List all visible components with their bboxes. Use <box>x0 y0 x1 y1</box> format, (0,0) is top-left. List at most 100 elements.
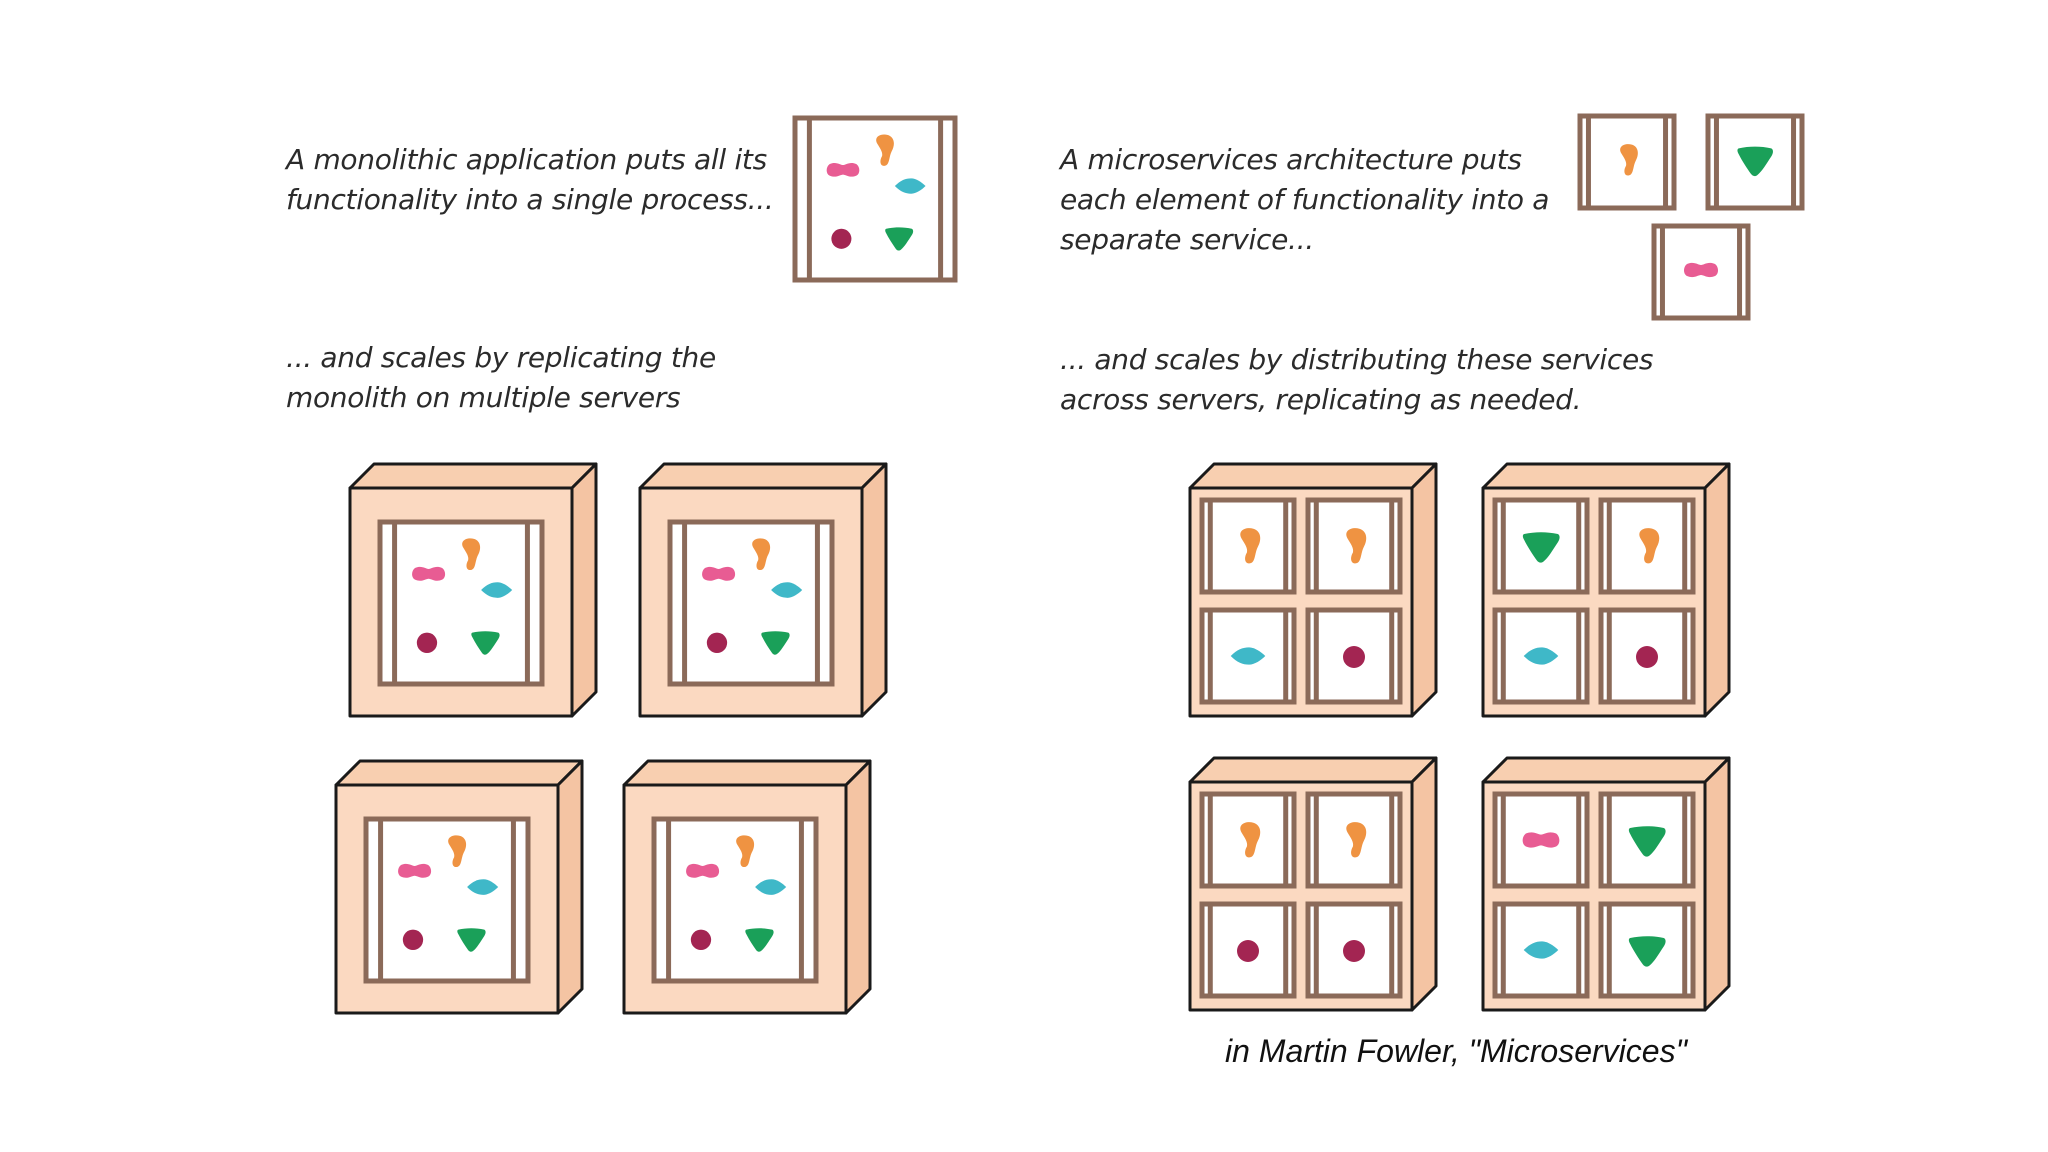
shape-group <box>1523 647 1559 665</box>
orange-shape-icon <box>736 835 755 868</box>
microservices-server <box>1481 756 1731 1012</box>
monolith-process-frame <box>377 519 545 687</box>
shape-group <box>1240 528 1261 564</box>
caption-line: ... and scales by replicating the <box>286 341 716 374</box>
server-top <box>1188 756 1438 784</box>
maroon-shape-icon <box>690 929 712 950</box>
shape-group <box>752 538 771 571</box>
microservices-scale-caption: ... and scales by distributing these ser… <box>1060 340 1654 420</box>
monolith-scale-caption: ... and scales by replicating the monoli… <box>286 338 716 418</box>
shape-group <box>1522 832 1560 848</box>
caption-line: separate service... <box>1060 223 1314 256</box>
microservice-frame <box>1305 901 1403 999</box>
shape-group <box>1230 647 1266 665</box>
shape-group <box>467 879 499 895</box>
green-shape-icon <box>761 631 790 655</box>
microservice-frame <box>1305 791 1403 889</box>
shape-group <box>1737 146 1773 177</box>
teal-shape-icon <box>467 879 499 895</box>
server-side <box>556 759 584 1015</box>
shape-group <box>876 134 894 166</box>
microservice-frame <box>1598 791 1696 889</box>
pink-shape-icon <box>826 163 860 177</box>
pink-shape-icon <box>412 566 446 581</box>
microservice-frame <box>1199 901 1297 999</box>
shape-group <box>412 566 446 581</box>
frame-border <box>792 115 958 283</box>
orange-shape-icon <box>448 835 467 868</box>
citation: in Martin Fowler, "Microservices" <box>1225 1033 1687 1069</box>
shape-group <box>402 929 424 950</box>
microservice-frame <box>1492 901 1590 999</box>
orange-shape-icon <box>1639 528 1660 564</box>
caption-line: A microservices architecture puts <box>1060 143 1522 176</box>
monolith-process-frame <box>667 519 835 687</box>
shape-group <box>1639 528 1660 564</box>
microservice-frame <box>1598 901 1696 999</box>
shape-group <box>416 632 438 653</box>
green-shape-icon <box>1628 826 1666 857</box>
caption-line: A monolithic application puts all its <box>286 143 767 176</box>
maroon-shape-icon <box>416 632 438 653</box>
shape-group <box>1343 940 1365 962</box>
shape-group <box>1346 528 1367 564</box>
server-top <box>348 462 598 490</box>
shape-group <box>471 631 500 655</box>
shape-group <box>1343 646 1365 668</box>
maroon-shape-icon <box>831 228 852 249</box>
shape-group <box>1346 822 1367 858</box>
orange-shape-icon <box>876 134 894 166</box>
teal-shape-icon <box>755 879 787 895</box>
orange-shape-icon <box>1346 528 1367 564</box>
pink-shape-icon <box>686 863 720 878</box>
shape-group <box>894 178 926 194</box>
monolith-process-frame <box>792 115 958 283</box>
pink-shape-icon <box>398 863 432 878</box>
green-shape-icon <box>1737 146 1773 177</box>
monolith-server <box>638 462 888 718</box>
shape-group <box>761 631 790 655</box>
green-shape-icon <box>1522 532 1560 563</box>
teal-shape-icon <box>771 582 803 598</box>
teal-shape-icon <box>1523 941 1559 959</box>
server-side <box>1703 756 1731 1012</box>
monolith-process-frame <box>651 816 819 984</box>
server-side <box>1410 462 1438 718</box>
teal-shape-icon <box>481 582 513 598</box>
frame-border <box>651 816 819 984</box>
shape-group <box>448 835 467 868</box>
shape-group <box>1240 822 1261 858</box>
server-top <box>1481 756 1731 784</box>
server-top <box>1481 462 1731 490</box>
monolith-server <box>334 759 584 1015</box>
monolith-server <box>348 462 598 718</box>
shape-group <box>745 928 774 952</box>
shape-group <box>1636 646 1658 668</box>
shape-group <box>686 863 720 878</box>
microservice-frame <box>1492 497 1590 595</box>
maroon-shape-icon <box>1636 646 1658 668</box>
frame-border <box>377 519 545 687</box>
shape-group <box>1628 826 1666 857</box>
server-side <box>844 759 872 1015</box>
orange-shape-icon <box>1620 144 1638 176</box>
microservice-frame <box>1492 791 1590 889</box>
shape-group <box>457 928 486 952</box>
server-side <box>1703 462 1731 718</box>
shape-group <box>1237 940 1259 962</box>
microservice-frame <box>1598 607 1696 705</box>
pink-shape-icon <box>1684 262 1718 278</box>
server-side <box>1410 756 1438 1012</box>
caption-line: monolith on multiple servers <box>286 381 681 414</box>
caption-line: across servers, replicating as needed. <box>1060 383 1582 416</box>
shape-group <box>706 632 728 653</box>
frame-border <box>667 519 835 687</box>
shape-group <box>481 582 513 598</box>
microservices-server <box>1188 462 1438 718</box>
pink-shape-icon <box>702 566 736 581</box>
caption-line: each element of functionality into a <box>1060 183 1550 216</box>
microservice-frame <box>1651 223 1751 321</box>
server-top <box>638 462 888 490</box>
teal-shape-icon <box>1523 647 1559 665</box>
